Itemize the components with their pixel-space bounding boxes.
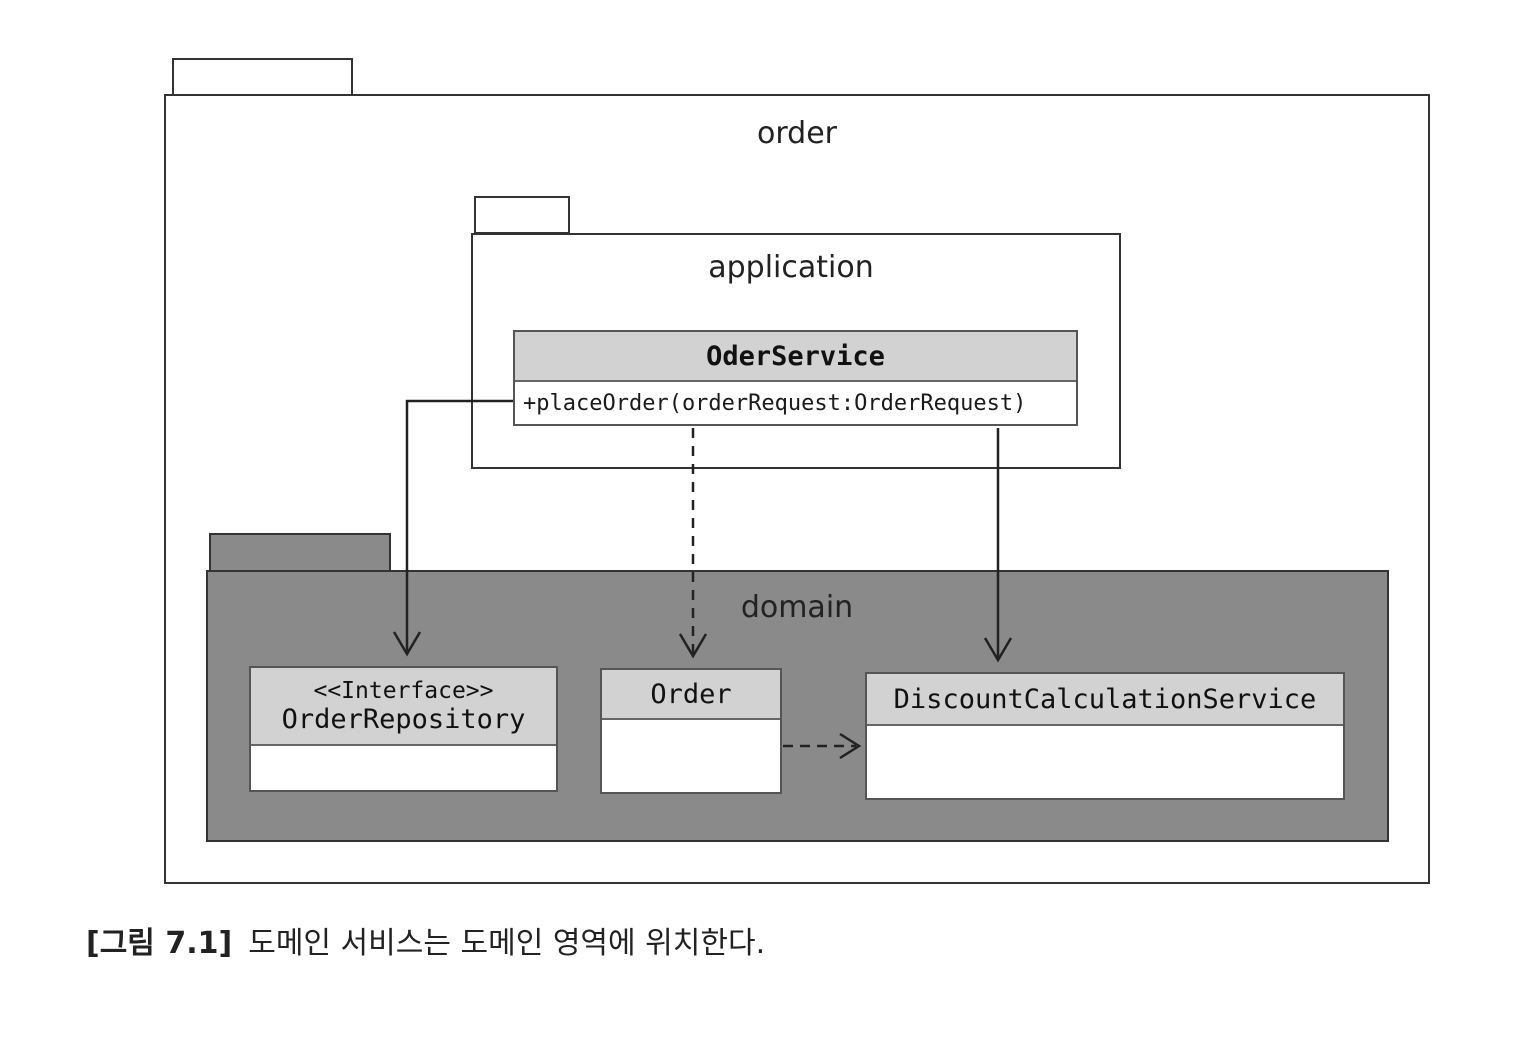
figure-number: [그림 7.1] <box>86 926 233 961</box>
interface-stereotype: <<Interface>> <box>313 677 494 704</box>
discount-calculation-service-name: DiscountCalculationService <box>893 683 1317 715</box>
figure-caption: [그림 7.1] 도메인 서비스는 도메인 영역에 위치한다. <box>86 918 765 962</box>
order-repository-body <box>251 746 556 790</box>
place-order-operation: +placeOrder(orderRequest:OrderRequest) <box>523 390 1027 416</box>
application-package-tab <box>474 196 570 234</box>
discount-calculation-service-header: DiscountCalculationService <box>867 674 1343 726</box>
discount-calculation-service-body <box>867 726 1343 798</box>
order-package-label: order <box>757 116 837 151</box>
order-repository-class: <<Interface>> OrderRepository <box>249 666 558 792</box>
order-header: Order <box>602 670 780 720</box>
order-class: Order <box>600 668 782 794</box>
oder-service-name: OderService <box>706 340 885 372</box>
oder-service-header: OderService <box>515 332 1076 382</box>
order-name: Order <box>650 678 732 710</box>
caption-text: 도메인 서비스는 도메인 영역에 위치한다. <box>248 926 766 961</box>
discount-calculation-service-class: DiscountCalculationService <box>865 672 1345 800</box>
oder-service-class: OderService +placeOrder(orderRequest:Ord… <box>513 330 1078 426</box>
domain-package-tab <box>209 533 391 573</box>
order-repository-name: OrderRepository <box>281 703 526 735</box>
order-body <box>602 720 780 792</box>
order-repository-header: <<Interface>> OrderRepository <box>251 668 556 746</box>
application-package-label: application <box>708 250 874 285</box>
order-package-tab <box>172 58 353 96</box>
oder-service-operations: +placeOrder(orderRequest:OrderRequest) <box>515 382 1076 424</box>
domain-package-label: domain <box>740 590 854 625</box>
